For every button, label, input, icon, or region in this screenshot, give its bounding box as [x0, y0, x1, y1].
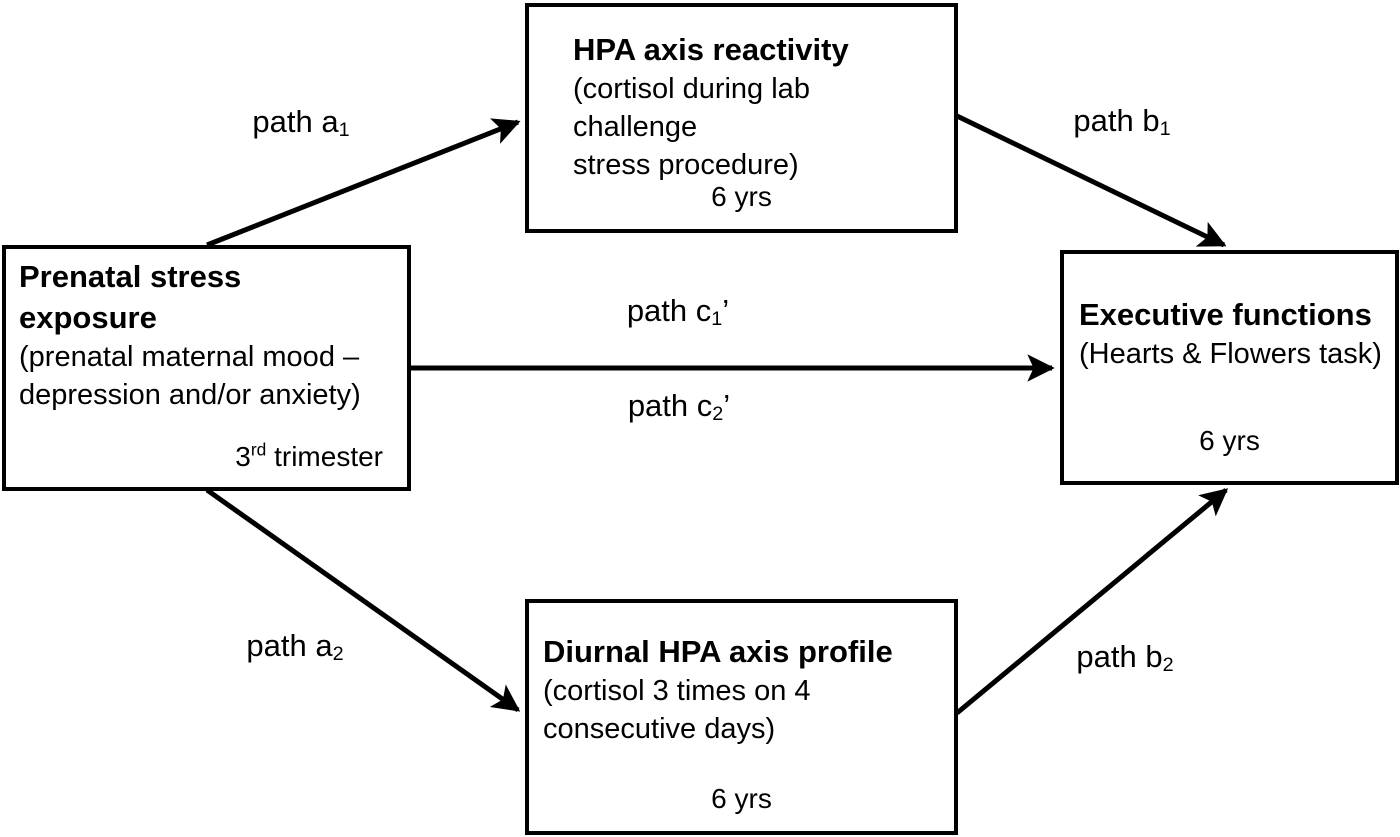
timing-ordinal-suffix: rd [250, 439, 267, 460]
diurnal-hpa-subtitle-line1: (cortisol 3 times on 4 [543, 675, 811, 707]
prenatal-stress-subtitle-line2: depression and/or anxiety) [19, 379, 361, 411]
path-c2-subscript: 2 [712, 402, 724, 425]
path-c1-subscript: 1 [711, 307, 723, 330]
arrow-path-b2 [955, 488, 1229, 715]
executive-functions-title: Executive functions [1079, 297, 1372, 332]
path-c2-text: path c [627, 388, 713, 423]
timing-word: trimester [266, 441, 383, 472]
arrow-path-a1 [206, 118, 521, 248]
hpa-axis-reactivity-box: HPA axis reactivity (cortisol during lab… [525, 3, 958, 233]
arrow-path-b1 [955, 113, 1227, 248]
diurnal-hpa-age: 6 yrs [711, 783, 772, 814]
timing-number: 3 [235, 441, 251, 472]
executive-functions-box: Executive functions (Hearts & Flowers ta… [1060, 250, 1399, 485]
hpa-reactivity-subtitle-line1: (cortisol during lab challenge [573, 73, 810, 143]
path-b1-text: path b [1073, 103, 1160, 138]
path-a2-text: path a [246, 628, 333, 663]
path-a2-subscript: 2 [332, 642, 344, 665]
path-b1-subscript: 1 [1159, 117, 1171, 140]
path-c1-prime-label: path c1’ [627, 293, 729, 329]
prenatal-stress-title-line2: exposure [19, 300, 157, 335]
executive-functions-age: 6 yrs [1199, 425, 1260, 456]
hpa-reactivity-subtitle-line2: stress procedure) [573, 149, 799, 181]
path-a1-label: path a1 [252, 104, 349, 140]
executive-functions-subtitle: (Hearts & Flowers task) [1079, 338, 1382, 370]
path-a1-text: path a [252, 104, 339, 139]
diurnal-hpa-profile-box: Diurnal HPA axis profile (cortisol 3 tim… [525, 599, 958, 835]
path-c1-prime: ’ [722, 293, 730, 328]
diurnal-hpa-title: Diurnal HPA axis profile [543, 634, 893, 669]
diurnal-hpa-subtitle-line2: consecutive days) [543, 713, 776, 745]
path-c2-prime: ’ [723, 388, 731, 423]
hpa-reactivity-age: 6 yrs [711, 181, 772, 212]
arrow-path-a2 [205, 487, 521, 713]
prenatal-stress-box: Prenatal stress exposure (prenatal mater… [2, 245, 411, 491]
path-c1-text: path c [626, 293, 712, 328]
path-c2-prime-label: path c2’ [628, 388, 730, 424]
prenatal-stress-timing: 3rd trimester [235, 441, 383, 473]
prenatal-stress-subtitle-line1: (prenatal maternal mood – [19, 341, 360, 373]
path-b2-label: path b2 [1076, 639, 1173, 675]
hpa-reactivity-title: HPA axis reactivity [573, 32, 849, 67]
path-b1-label: path b1 [1073, 103, 1170, 139]
path-b2-text: path b [1076, 639, 1163, 674]
path-b2-subscript: 2 [1162, 653, 1174, 676]
path-a1-subscript: 1 [338, 118, 350, 141]
prenatal-stress-title-line1: Prenatal stress [19, 259, 242, 294]
path-a2-label: path a2 [246, 628, 343, 664]
